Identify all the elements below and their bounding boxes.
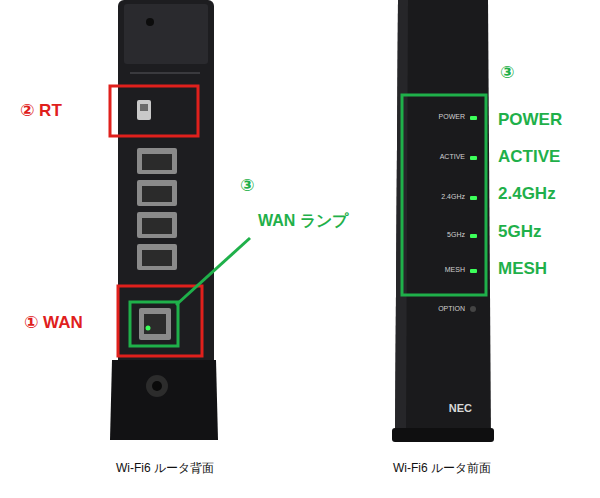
leader-line bbox=[176, 238, 250, 305]
rt-switch-knob bbox=[140, 104, 148, 111]
device-print: POWER bbox=[439, 113, 465, 121]
photo-caption: Wi-Fi6 ルータ背面 bbox=[116, 462, 214, 476]
led-label: POWER bbox=[498, 110, 562, 130]
status-leds bbox=[470, 116, 477, 273]
callout-number: ② RT bbox=[20, 101, 62, 121]
reset-hole bbox=[146, 18, 154, 26]
seam bbox=[130, 72, 200, 74]
option-button bbox=[470, 306, 476, 312]
callout-number: ③ bbox=[500, 63, 514, 83]
front-base bbox=[392, 428, 494, 442]
led-label: 5GHz bbox=[498, 222, 541, 242]
stand bbox=[110, 360, 218, 440]
callout-number: ① WAN bbox=[24, 313, 83, 333]
callout-number: ③ bbox=[240, 176, 254, 196]
brand-logo: NEC bbox=[449, 402, 472, 415]
led-label: ACTIVE bbox=[498, 147, 560, 167]
device-print: 5GHz bbox=[447, 231, 465, 239]
device-print: OPTION bbox=[438, 305, 465, 313]
wan-callout-box bbox=[118, 286, 202, 356]
led-label: MESH bbox=[498, 259, 547, 279]
router-back-body bbox=[118, 0, 214, 400]
power-jack bbox=[146, 375, 168, 397]
wan-led bbox=[146, 326, 151, 331]
device-print: ACTIVE bbox=[440, 153, 465, 161]
led-callout-box bbox=[402, 95, 486, 295]
router-front-body bbox=[395, 0, 491, 440]
rt-callout-box bbox=[110, 86, 198, 136]
callout-label: WAN ランプ bbox=[258, 212, 348, 230]
lan-ports bbox=[137, 148, 177, 270]
led-label: 2.4GHz bbox=[498, 184, 556, 204]
photo-caption: Wi-Fi6 ルータ前面 bbox=[393, 462, 491, 476]
rt-switch bbox=[137, 100, 151, 120]
device-print: MESH bbox=[445, 266, 465, 274]
power-jack-hole bbox=[152, 381, 162, 391]
top-panel bbox=[124, 4, 208, 64]
wan-lamp-box bbox=[130, 302, 178, 346]
wan-port-hole bbox=[144, 314, 166, 334]
wan-port bbox=[139, 308, 171, 340]
device-print: 2.4GHz bbox=[441, 193, 465, 201]
